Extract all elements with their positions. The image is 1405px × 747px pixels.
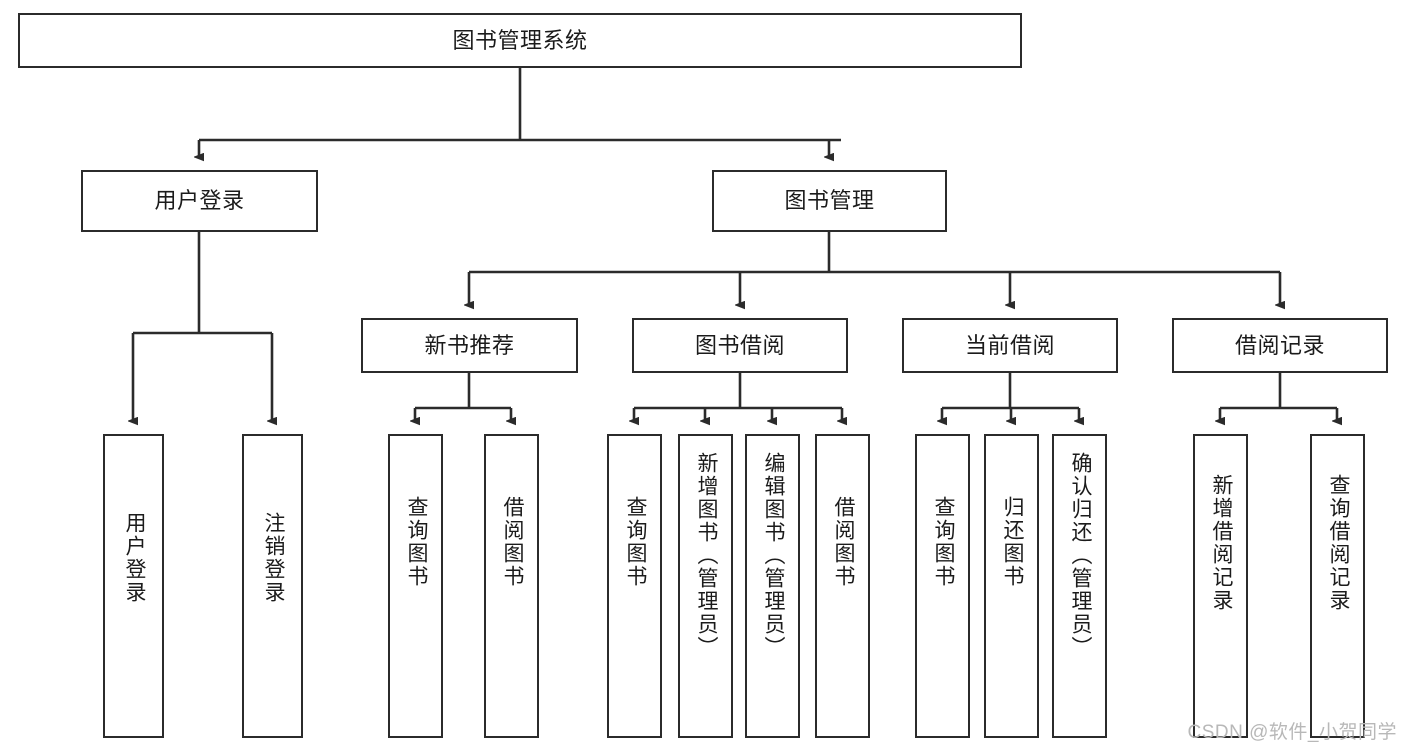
node-leaf-query-book-current-label: 查询图书 <box>931 496 955 588</box>
node-root-label: 图书管理系统 <box>452 27 588 53</box>
node-leaf-query-book-current[interactable]: 查询图书 <box>915 434 970 738</box>
node-leaf-add-borrow-record-label: 新增借阅记录 <box>1209 474 1233 612</box>
node-leaf-query-book-recommend-label: 查询图书 <box>404 496 428 588</box>
node-new-book-recommend[interactable]: 新书推荐 <box>361 318 578 373</box>
node-borrow-record-label: 借阅记录 <box>1234 332 1325 358</box>
node-leaf-query-book-recommend[interactable]: 查询图书 <box>388 434 443 738</box>
node-new-book-recommend-label: 新书推荐 <box>424 332 515 358</box>
node-leaf-add-borrow-record[interactable]: 新增借阅记录 <box>1193 434 1248 738</box>
node-leaf-add-book[interactable]: 新增图书（管理员） <box>678 434 733 738</box>
node-current-borrow-label: 当前借阅 <box>964 332 1055 358</box>
node-user-login-label: 用户登录 <box>154 188 245 214</box>
node-leaf-user-login[interactable]: 用户登录 <box>103 434 164 738</box>
node-leaf-return-book-label: 归还图书 <box>1000 496 1024 588</box>
node-book-borrow[interactable]: 图书借阅 <box>632 318 848 373</box>
node-book-borrow-label: 图书借阅 <box>694 332 785 358</box>
node-leaf-query-book-borrow[interactable]: 查询图书 <box>607 434 662 738</box>
node-leaf-borrow-book-recommend-label: 借阅图书 <box>500 496 524 588</box>
node-leaf-confirm-return[interactable]: 确认归还（管理员） <box>1052 434 1107 738</box>
node-leaf-borrow-book-label: 借阅图书 <box>831 496 855 588</box>
node-leaf-user-login-label: 用户登录 <box>122 512 146 604</box>
node-leaf-user-logout[interactable]: 注销登录 <box>242 434 303 738</box>
node-leaf-return-book[interactable]: 归还图书 <box>984 434 1039 738</box>
node-book-manage[interactable]: 图书管理 <box>712 170 947 232</box>
node-leaf-query-borrow-record-label: 查询借阅记录 <box>1326 474 1350 612</box>
node-leaf-borrow-book[interactable]: 借阅图书 <box>815 434 870 738</box>
node-leaf-edit-book[interactable]: 编辑图书（管理员） <box>745 434 800 738</box>
node-leaf-edit-book-label: 编辑图书（管理员） <box>761 452 785 659</box>
node-leaf-add-book-label: 新增图书（管理员） <box>694 452 718 659</box>
node-book-manage-label: 图书管理 <box>784 188 875 214</box>
node-leaf-query-book-borrow-label: 查询图书 <box>623 496 647 588</box>
node-leaf-borrow-book-recommend[interactable]: 借阅图书 <box>484 434 539 738</box>
node-borrow-record[interactable]: 借阅记录 <box>1172 318 1388 373</box>
node-leaf-confirm-return-label: 确认归还（管理员） <box>1068 452 1092 659</box>
node-user-login[interactable]: 用户登录 <box>81 170 318 232</box>
node-leaf-query-borrow-record[interactable]: 查询借阅记录 <box>1310 434 1365 738</box>
node-current-borrow[interactable]: 当前借阅 <box>902 318 1118 373</box>
node-leaf-user-logout-label: 注销登录 <box>261 512 285 604</box>
node-root[interactable]: 图书管理系统 <box>18 13 1022 68</box>
